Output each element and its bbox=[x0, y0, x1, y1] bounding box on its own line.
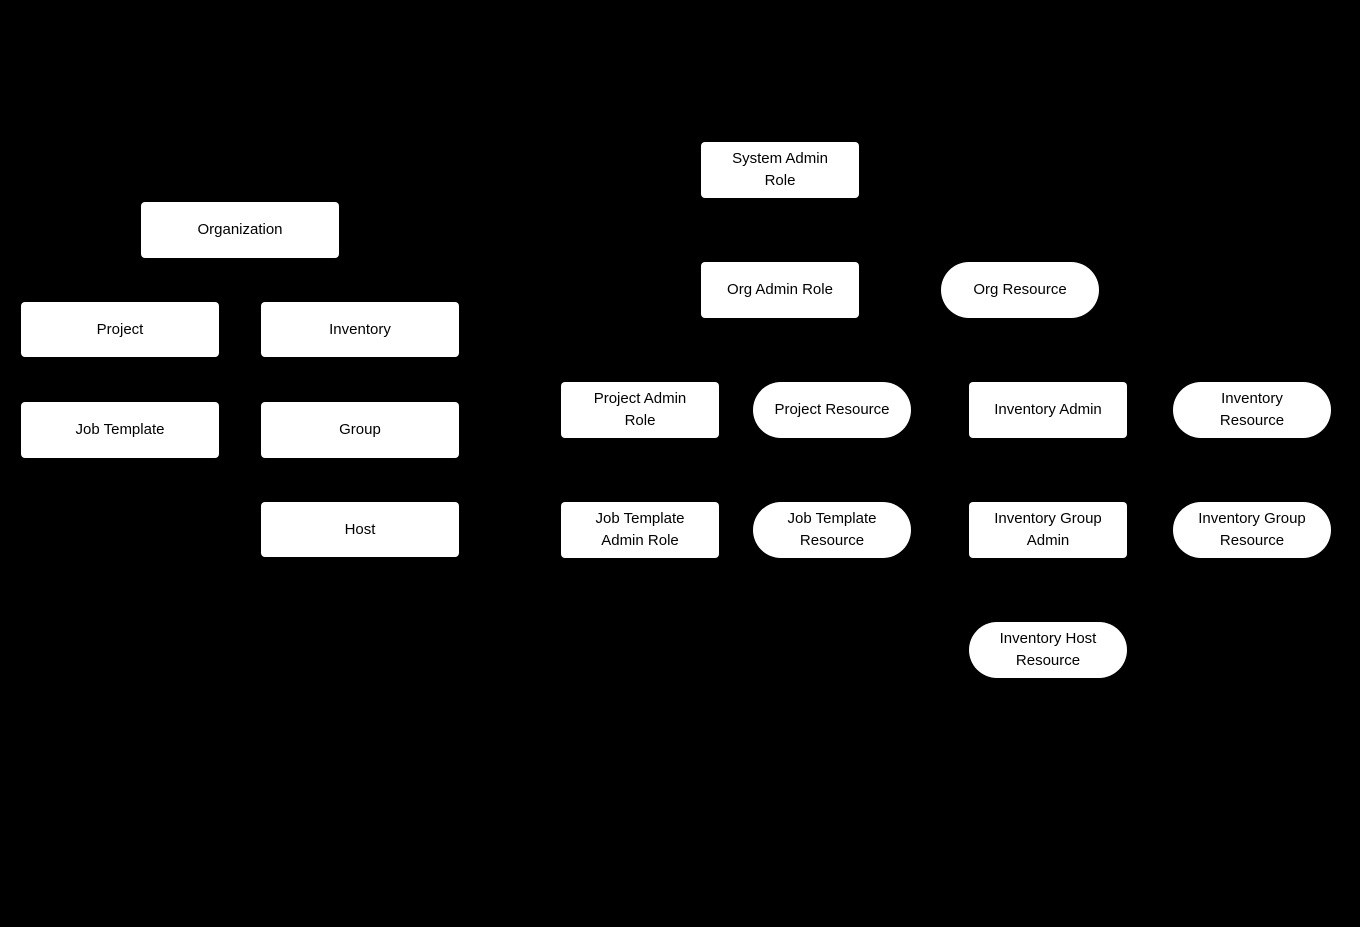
node-inventory-group-resource: Inventory Group Resource bbox=[1173, 502, 1331, 558]
node-job-template-admin-role: Job Template Admin Role bbox=[561, 502, 719, 558]
node-inventory-group-admin: Inventory Group Admin bbox=[969, 502, 1127, 558]
node-system-admin-role: System Admin Role bbox=[701, 142, 859, 198]
node-org-admin-role: Org Admin Role bbox=[701, 262, 859, 318]
node-job-template: Job Template bbox=[21, 402, 219, 458]
node-project-resource: Project Resource bbox=[753, 382, 911, 438]
node-job-template-resource: Job Template Resource bbox=[753, 502, 911, 558]
node-organization: Organization bbox=[141, 202, 339, 258]
node-inventory-admin: Inventory Admin bbox=[969, 382, 1127, 438]
node-inventory-resource: Inventory Resource bbox=[1173, 382, 1331, 438]
node-inventory: Inventory bbox=[261, 302, 459, 357]
node-project: Project bbox=[21, 302, 219, 357]
node-group: Group bbox=[261, 402, 459, 458]
node-org-resource: Org Resource bbox=[941, 262, 1099, 318]
node-host: Host bbox=[261, 502, 459, 557]
node-project-admin-role: Project Admin Role bbox=[561, 382, 719, 438]
node-inventory-host-resource: Inventory Host Resource bbox=[969, 622, 1127, 678]
